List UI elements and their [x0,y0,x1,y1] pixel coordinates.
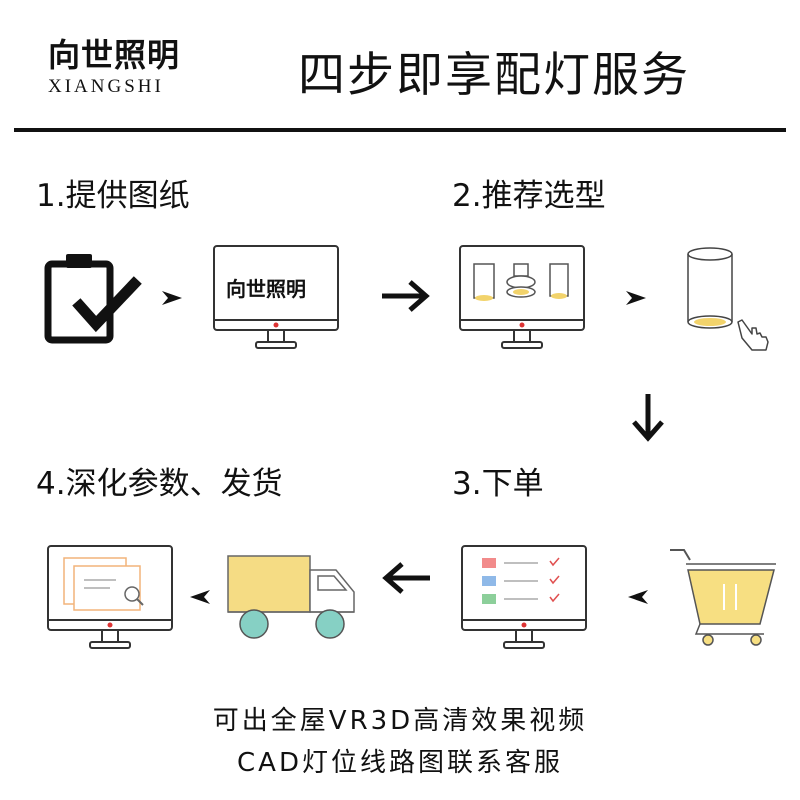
monitor-brand-text: 向世照明 [226,277,306,301]
monitor-icon [461,545,587,649]
truck-icon [227,555,355,639]
header-divider [14,128,786,132]
checklist-icon [482,557,560,604]
clipboard-check-icon [44,254,142,344]
brand-name-cn: 向世照明 [48,36,181,74]
pointing-hand-icon [737,319,769,351]
shopping-cart-icon [670,549,776,646]
step-2-title: 2.推荐选型 [452,178,606,214]
monitor-icon [459,245,585,349]
arrow-icon [190,590,210,604]
step-1-title: 1.提供图纸 [36,178,190,214]
footer-line-2: CAD灯位线路图联系客服 [237,748,563,778]
arrow-icon [162,291,182,305]
document-search-icon [63,557,144,611]
footer-line-1: 可出全屋VR3D高清效果视频 [212,706,588,736]
step-3-title: 3.下单 [452,466,544,502]
arrow-icon [628,590,648,604]
page-title: 四步即享配灯服务 [298,48,690,103]
step-4-title: 4.深化参数、发货 [36,466,283,502]
cylinder-light-icon [687,247,769,351]
arrow-icon [626,291,646,305]
downlight-products-icon [473,263,569,301]
arrow-icon [632,394,664,442]
brand-name-en: XIANGSHI [48,76,164,97]
monitor-icon [213,245,339,349]
monitor-icon [47,545,173,649]
arrow-icon [382,280,430,312]
arrow-icon [382,562,430,594]
